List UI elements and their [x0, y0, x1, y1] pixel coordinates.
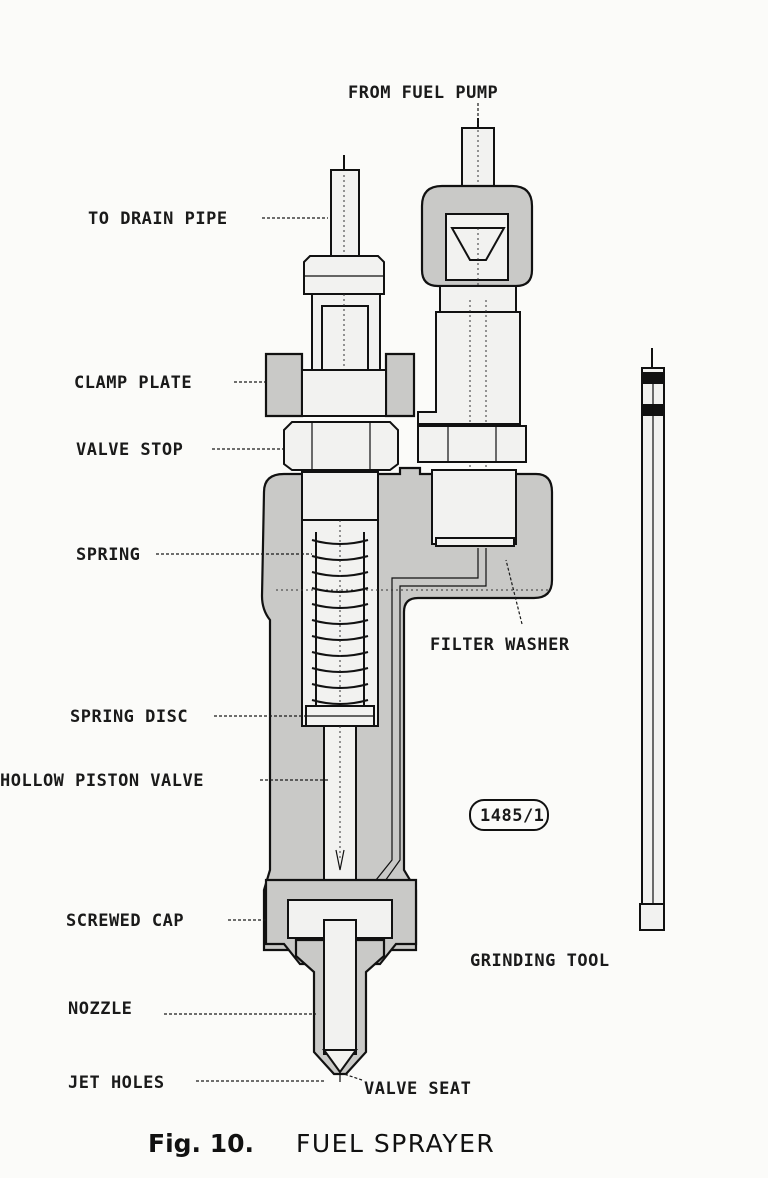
drain-nut: [303, 255, 385, 381]
label-jet-holes: JET HOLES: [68, 1073, 165, 1093]
label-valve-stop: VALVE STOP: [76, 440, 183, 460]
label-spring: SPRING: [76, 545, 140, 565]
label-spring-disc: SPRING DISC: [70, 707, 188, 727]
label-part-number: 1485/1: [480, 806, 544, 826]
nozzle: [294, 919, 386, 1082]
fuel-inlet-hex: [417, 425, 527, 463]
spring-disc: [305, 705, 375, 727]
spring: [311, 520, 369, 706]
label-from-fuel-pump: FROM FUEL PUMP: [348, 83, 498, 103]
label-nozzle: NOZZLE: [68, 999, 132, 1019]
label-hollow-piston-valve: HOLLOW PISTON VALVE: [0, 771, 204, 791]
clamp-plate: [264, 352, 416, 418]
label-grinding-tool: GRINDING TOOL: [470, 951, 610, 971]
caption-fig-number: Fig. 10.: [148, 1129, 254, 1158]
label-clamp-plate: CLAMP PLATE: [74, 373, 192, 393]
label-screwed-cap: SCREWED CAP: [66, 911, 184, 931]
fuel-union-nut: [420, 184, 534, 300]
caption-title: FUEL SPRAYER: [296, 1129, 495, 1158]
drain-pipe: [330, 155, 360, 261]
label-to-drain-pipe: TO DRAIN PIPE: [88, 209, 228, 229]
fuel-inlet-body: [417, 285, 521, 470]
grinding-tool: [639, 348, 665, 931]
label-valve-seat: VALVE SEAT: [364, 1079, 471, 1099]
label-filter-washer: FILTER WASHER: [430, 635, 570, 655]
part-number-box: [469, 799, 549, 831]
valve-stop: [283, 421, 399, 471]
leader-lines: [156, 103, 523, 1082]
